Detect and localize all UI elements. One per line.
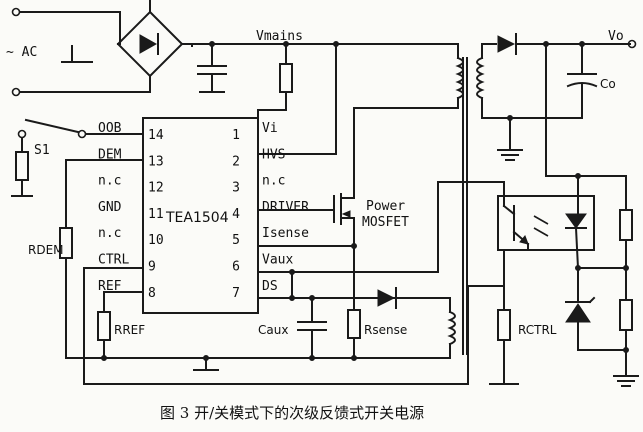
secondary-output: Vo Co: [481, 29, 637, 179]
aux-circuit: Caux: [257, 269, 456, 359]
mosfet-label: MOSFET: [362, 215, 409, 230]
isense-line: [257, 243, 357, 249]
rdem-label: RDEM: [28, 243, 64, 257]
ic-pin-number-7: 7: [232, 286, 240, 301]
ic-pin-label-1: Vi: [262, 121, 278, 136]
ic-pin-number-3: 3: [232, 181, 240, 196]
ic-pin-label-7: DS: [262, 279, 278, 294]
vmains-label: Vmains: [256, 29, 303, 44]
rsense-label: Rsense: [364, 323, 407, 337]
bulk-capacitor: [197, 43, 227, 93]
ic-pin-label-10: n.c: [98, 226, 121, 241]
ac-label: ~ AC: [6, 45, 37, 60]
s1-label: S1: [34, 143, 50, 158]
vaux-line: [257, 181, 493, 273]
ic-pin-number-8: 8: [148, 286, 156, 301]
power-mosfet: Power MOSFET: [257, 107, 449, 311]
ic-pin-number-11: 11: [148, 207, 164, 222]
rsense-resistor: Rsense: [347, 309, 407, 359]
rctrl-label: RCTRL: [518, 323, 557, 337]
ic-tea1504: TEA1504: [142, 117, 259, 314]
rref-resistor: RREF: [97, 291, 145, 359]
ac-input: ~ AC: [6, 7, 121, 97]
ic-name: TEA1504: [165, 210, 229, 226]
ic-pin-number-12: 12: [148, 181, 164, 196]
ic-pin-number-1: 1: [232, 128, 240, 143]
shunt-regulator: [565, 175, 639, 387]
optocoupler: [491, 175, 595, 270]
ic-pin-label-8: REF: [98, 279, 122, 294]
ctrl-feedback-line: [83, 267, 505, 385]
hvs-line: [257, 43, 337, 155]
ic-pin-number-6: 6: [232, 260, 240, 275]
vo-label: Vo: [608, 29, 624, 44]
rctrl-resistor: RCTRL: [489, 263, 557, 385]
ic-pin-number-10: 10: [148, 233, 164, 248]
ic-pin-label-2: HVS: [262, 147, 285, 162]
caux-label: Caux: [258, 323, 288, 337]
mains-bus: Vmains: [181, 29, 459, 47]
ic-pin-number-14: 14: [148, 128, 164, 143]
rref-label: RREF: [114, 323, 145, 337]
ic-pin-label-3: n.c: [262, 174, 285, 189]
ic-pin-label-9: CTRL: [98, 253, 129, 268]
primary-ground-bus: [89, 355, 451, 371]
ic-pin-number-2: 2: [232, 154, 240, 169]
ic-pin-label-12: n.c: [98, 174, 121, 189]
transformer: [447, 43, 485, 355]
ic-pin-label-6: Vaux: [262, 253, 293, 268]
bridge-rectifier: [61, 0, 193, 93]
ic-pin-label-14: OOB: [98, 121, 122, 136]
power-label: Power: [366, 199, 405, 214]
ic-pin-number-9: 9: [148, 260, 156, 275]
ic-pin-label-13: DEM: [98, 147, 122, 162]
ic-pin-number-5: 5: [232, 233, 240, 248]
ic-pin-number-13: 13: [148, 154, 164, 169]
switch-s1: S1: [11, 118, 144, 197]
ic-pin-label-4: DRIVER: [262, 200, 309, 215]
ic-pin-label-11: GND: [98, 200, 122, 215]
co-label: Co: [600, 77, 616, 91]
ic-pin-label-5: Isense: [262, 226, 309, 241]
ic-pin-number-4: 4: [232, 207, 240, 222]
rdem-resistor: RDEM: [28, 159, 144, 359]
figure-caption: 图 3 开/关模式下的次级反馈式开关电源: [160, 404, 424, 422]
